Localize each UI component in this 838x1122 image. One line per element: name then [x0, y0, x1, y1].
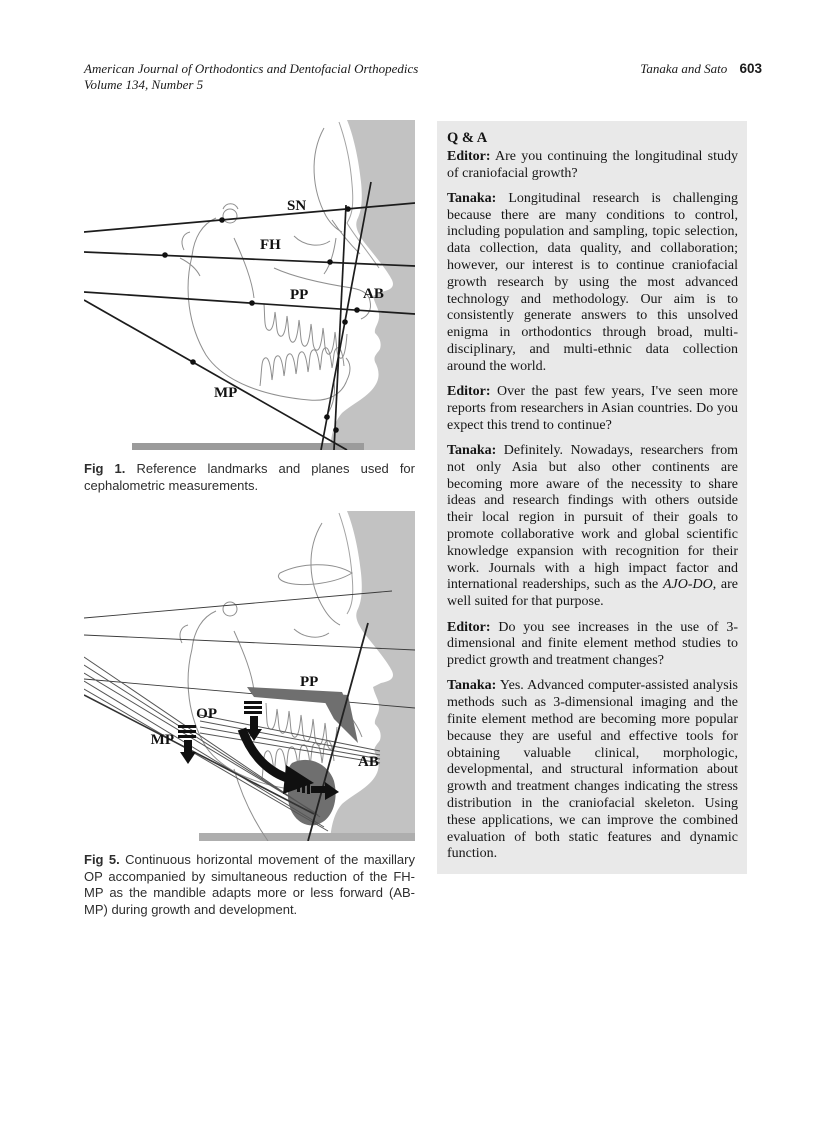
qa-text: Do you see increases in the use of 3-dim… — [447, 619, 738, 669]
qa-text: Yes. Advanced computer-assisted analysis… — [447, 678, 738, 862]
running-authors: Tanaka and Sato — [640, 61, 728, 76]
fig5-inner-profile — [338, 512, 354, 615]
mp-plane-label: MP — [151, 732, 174, 748]
qa-text: Definitely. Nowadays, researchers from n… — [447, 443, 738, 593]
fig1-face-silhouette — [330, 120, 415, 450]
fig5-op-lines — [199, 714, 381, 764]
fig5-mp-fan-lines — [84, 656, 329, 832]
ab-plane-line — [320, 181, 372, 450]
fig1-cephalometric-tracing: SN FH PP AB MP — [84, 120, 415, 450]
sn-plane-line — [84, 202, 415, 233]
fig5-face-silhouette — [330, 511, 415, 841]
fh-plane-label: FH — [260, 237, 281, 253]
qa-entry: Editor: Over the past few years, I've se… — [447, 384, 738, 434]
facial-plane-line — [333, 204, 347, 450]
fh-plane-line — [84, 251, 415, 267]
fig1-caption-label: Fig 1. — [84, 461, 126, 476]
qa-text: Over the past few years, I've seen more … — [447, 384, 738, 433]
qa-text: Are you continuing the longitudinal stud… — [447, 148, 738, 181]
fig1-bottom-band — [132, 443, 364, 450]
fig5-caption-label: Fig 5. — [84, 852, 120, 867]
fig5-caption-text: Continuous horizontal movement of the ma… — [84, 852, 415, 917]
figures-column: SN FH PP AB MP Fig 1. Reference landmark… — [84, 120, 415, 918]
journal-title: American Journal of Orthodontics and Den… — [84, 61, 419, 76]
mp-arrow-icon — [178, 725, 196, 764]
fig1-caption: Fig 1. Reference landmarks and planes us… — [84, 461, 415, 494]
op-plane-label: OP — [196, 706, 217, 722]
journal-header-block: American Journal of Orthodontics and Den… — [84, 61, 418, 93]
qa-speaker: Editor: — [447, 384, 491, 400]
sn-plane-label: SN — [287, 198, 306, 214]
qa-speaker: Editor: — [447, 148, 491, 164]
qa-speaker: Tanaka: — [447, 190, 497, 206]
qa-text: Longitudinal research is challenging bec… — [447, 190, 738, 374]
pp-plane-label: PP — [290, 287, 308, 303]
fig5-caption: Fig 5. Continuous horizontal movement of… — [84, 852, 415, 918]
qa-box: Q & A Editor: Are you continuing the lon… — [437, 121, 747, 875]
journal-abbrev: AJO-DO — [662, 577, 713, 593]
fig5-pp-shaded-wedge — [247, 687, 348, 705]
qa-speaker: Editor: — [447, 619, 491, 635]
qa-speaker: Tanaka: — [447, 678, 497, 694]
qa-entry: Tanaka: Yes. Advanced computer-assisted … — [447, 678, 738, 863]
fig5-bottom-band — [199, 833, 415, 841]
qa-entry: Tanaka: Longitudinal research is challen… — [447, 191, 738, 376]
qa-entry: Editor: Do you see increases in the use … — [447, 620, 738, 670]
journal-issue: Volume 134, Number 5 — [84, 77, 204, 92]
figure-1: SN FH PP AB MP Fig 1. Reference landmark… — [84, 120, 415, 494]
fig1-caption-text: Reference landmarks and planes used for … — [84, 461, 415, 493]
fig5-reference-lines — [84, 590, 415, 709]
qa-entry: Editor: Are you continuing the longitudi… — [447, 149, 738, 183]
fig1-skull-tracing — [179, 127, 371, 419]
ab-plane-label: AB — [363, 286, 384, 302]
qa-title: Q & A — [447, 130, 488, 146]
qa-speaker: Tanaka: — [447, 443, 497, 459]
op-arrow-icon — [244, 701, 262, 741]
fig5-cephalometric-tracing: PP OP MP AB — [84, 511, 415, 841]
page-header: American Journal of Orthodontics and Den… — [84, 61, 762, 93]
ab-forward-arrow-icon — [297, 782, 339, 800]
rotation-arrow-icon — [237, 727, 314, 794]
mp-plane-line — [84, 299, 348, 450]
fig5-anterior-shade — [320, 693, 358, 743]
page-number: 603 — [739, 61, 762, 76]
fig5-ab-line — [307, 622, 369, 841]
figure-5: PP OP MP AB Fig 5. Continuous horizontal… — [84, 511, 415, 918]
fig1-reference-planes — [84, 181, 415, 450]
pp-plane-label: PP — [300, 674, 318, 690]
running-head-right: Tanaka and Sato 603 — [640, 61, 762, 77]
qa-text: , are well suited for that purpose. — [447, 577, 738, 610]
ab-plane-label: AB — [358, 754, 379, 770]
qa-entry: Tanaka: Definitely. Nowadays, researcher… — [447, 443, 738, 611]
fig1-landmark-dots — [162, 206, 360, 433]
mp-plane-label: MP — [214, 385, 237, 401]
